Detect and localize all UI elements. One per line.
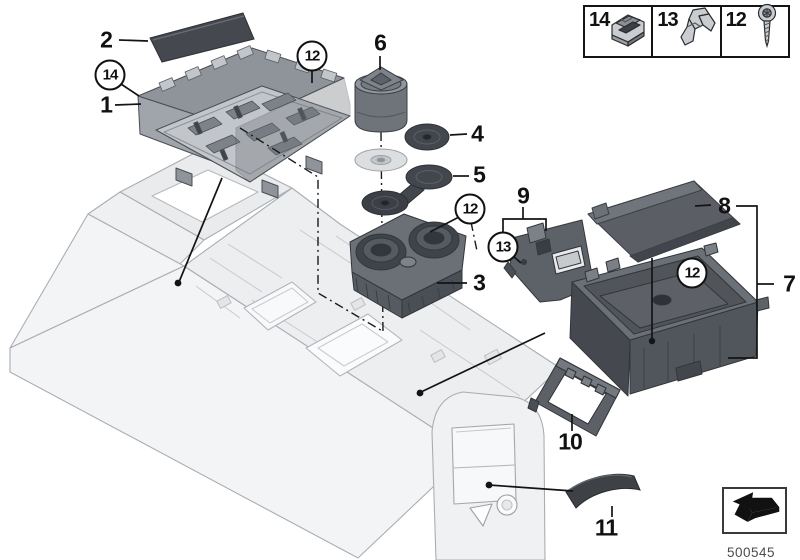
callout-3[interactable]: 3 (473, 269, 486, 296)
callout-13[interactable]: 13 (487, 231, 519, 263)
kit-number-13: 13 (657, 9, 678, 31)
kit-number-12: 12 (725, 9, 747, 31)
leader-dots (174, 279, 656, 489)
mount-frame-part-10 (527, 357, 621, 437)
callout-12-bin[interactable]: 12 (676, 257, 708, 289)
screw-icon (743, 3, 787, 56)
retainer-disc-part-4 (404, 123, 450, 151)
cupholder-part-3 (349, 213, 467, 319)
fastener-kit-box: 14 13 (583, 3, 790, 58)
storage-bin-part-7 (569, 242, 770, 397)
center-console-body (9, 145, 561, 560)
callout-14[interactable]: 14 (94, 59, 126, 91)
kit-number-14: 14 (589, 9, 610, 31)
kit-cell-14[interactable]: 14 (585, 5, 654, 56)
callout-12-carrier[interactable]: 12 (296, 40, 328, 72)
callout-2[interactable]: 2 (100, 26, 113, 53)
rubber-mat-part-2 (149, 12, 255, 63)
page-reference-box[interactable] (722, 487, 787, 534)
kit-cell-12[interactable]: 12 (722, 3, 788, 56)
page-reference-arrow-icon (729, 489, 781, 532)
ashtray-insert-part-6 (354, 66, 408, 133)
callout-9[interactable]: 9 (517, 182, 530, 209)
callout-4[interactable]: 4 (471, 120, 484, 147)
callout-11[interactable]: 11 (594, 514, 618, 541)
spring-clip-icon (675, 5, 719, 56)
trim-strip-part-11 (565, 473, 641, 509)
callout-12-cupholder[interactable]: 12 (454, 193, 486, 225)
rubber-insert-part-5 (361, 164, 453, 216)
callout-5[interactable]: 5 (473, 161, 486, 188)
clip-nut-icon (606, 5, 650, 56)
callout-7[interactable]: 7 (783, 270, 796, 297)
spacer-disc (354, 148, 408, 172)
callout-8[interactable]: 8 (718, 192, 731, 219)
callout-6[interactable]: 6 (374, 29, 387, 56)
kit-cell-13[interactable]: 13 (653, 5, 722, 56)
diagram-number: 500545 (726, 545, 776, 560)
callout-1[interactable]: 1 (100, 91, 113, 118)
callout-10[interactable]: 10 (558, 428, 583, 455)
tray-part-8 (587, 180, 741, 263)
